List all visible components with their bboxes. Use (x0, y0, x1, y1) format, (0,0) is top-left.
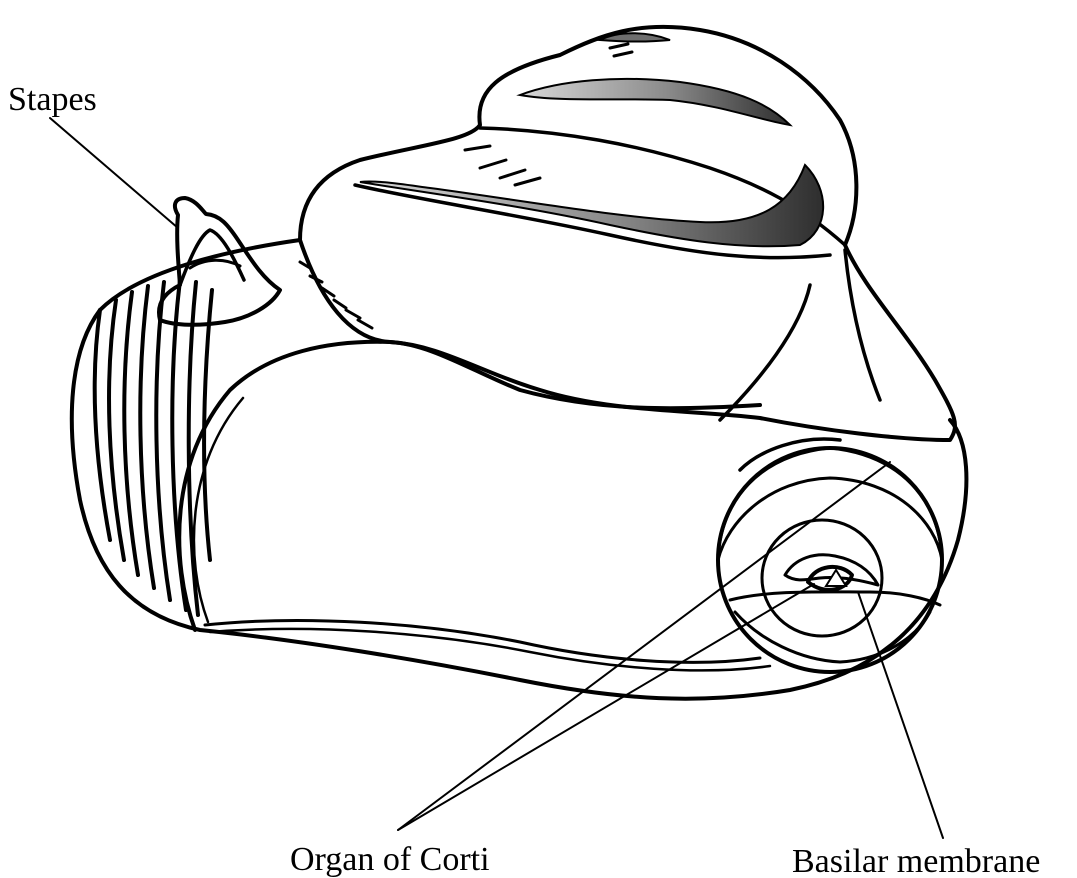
cochlea-turn-line-4 (845, 250, 880, 400)
organ-of-corti-leader-line (398, 462, 890, 830)
basilar-membrane-leader-line (858, 592, 943, 838)
cochlear-duct-cross-section (718, 439, 942, 672)
cochlea-turn-line-3 (720, 285, 810, 420)
basilar-membrane-label: Basilar membrane (792, 843, 1040, 878)
groove-shading-lower (360, 165, 823, 246)
stapes-leader-line (50, 118, 178, 228)
organ-of-corti-label: Organ of Corti (290, 841, 490, 878)
groove-shading-upper (520, 79, 790, 125)
stapes-label: Stapes (8, 81, 97, 118)
organ-of-corti-leader-line-2 (398, 584, 814, 830)
cochlea-face-outline (179, 342, 760, 630)
